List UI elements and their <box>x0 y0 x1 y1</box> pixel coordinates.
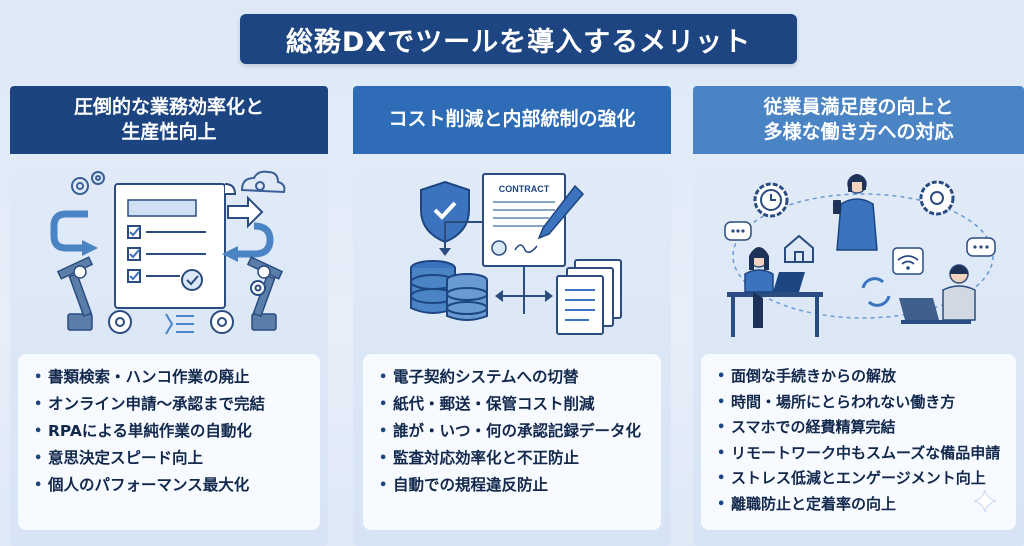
bullet-icon: • <box>379 397 388 412</box>
list-item-text: 時間・場所にとらわれない働き方 <box>731 392 956 411</box>
list-item-text: 書類検索・ハンコ作業の廃止 <box>48 368 250 386</box>
list-item-text: 自動での規程違反防止 <box>393 476 549 494</box>
column-heading: コスト削減と内部統制の強化 <box>353 86 671 154</box>
sparkle-icon <box>974 490 996 512</box>
bullet-icon: • <box>717 496 726 512</box>
arrow-icon <box>222 246 238 262</box>
clock-gear-icon <box>753 182 789 218</box>
remote-work-illustration <box>724 174 996 337</box>
bullet-icon: • <box>717 420 726 435</box>
cloud-icon <box>240 170 286 194</box>
list-item-text: 面倒な手続きからの解放 <box>731 367 897 385</box>
gear-icon <box>108 280 266 334</box>
list-item: • 書類検索・ハンコ作業の廃止 <box>34 364 306 391</box>
benefit-list: • 書類検索・ハンコ作業の廃止 • オンライン申請〜承認まで完結 • RPAによる単純… <box>18 354 320 530</box>
column-heading-line: 従業員満足度の向上と <box>763 95 954 118</box>
list-item-text: オンライン申請〜承認まで完結 <box>48 395 266 413</box>
arrow-icon <box>227 195 264 229</box>
list-item-text: 誰が・いつ・何の承認記録データ化 <box>393 422 642 440</box>
wifi-icon <box>892 247 924 275</box>
column-heading: 従業員満足度の向上と 多様な働き方への対応 <box>693 86 1024 154</box>
bullet-icon: • <box>717 394 726 410</box>
list-item-text: 電子契約システムへの切替 <box>393 368 579 386</box>
column-heading-line: 多様な働き方への対応 <box>763 121 954 143</box>
list-item: • 監査対応効率化と不正防止 <box>379 445 647 472</box>
contract-illustration: CONTRACT <box>410 173 622 335</box>
chat-bubble-icon <box>966 237 996 257</box>
list-item: • 誰が・いつ・何の承認記録データ化 <box>379 418 647 445</box>
bullet-icon: • <box>379 424 388 439</box>
column-heading-line: 生産性向上 <box>121 121 217 143</box>
bullet-icon: • <box>34 397 43 412</box>
list-item: • 面倒な手続きからの解放 <box>717 364 1002 390</box>
checklist-document-icon <box>114 183 237 309</box>
arrow-icon <box>50 210 88 252</box>
list-item: • ストレス低減とエンゲージメント向上 <box>717 466 1002 492</box>
house-icon <box>784 234 814 263</box>
column-heading-line: 圧倒的な業務効率化と <box>73 95 264 118</box>
bullet-icon: • <box>379 370 388 385</box>
workflow-automation-illustration <box>50 170 286 335</box>
page-title: 総務DXでツールを導入するメリット <box>240 14 797 64</box>
gear-icon <box>919 180 955 216</box>
bullet-icon: • <box>379 478 388 493</box>
bullet-icon: • <box>34 424 43 439</box>
bullet-icon: • <box>379 451 388 466</box>
contract-label: CONTRACT <box>499 184 550 194</box>
document-stack-icon <box>556 259 622 335</box>
chat-bubble-icon <box>724 221 752 241</box>
bullet-icon: • <box>717 445 726 461</box>
list-icon <box>165 313 194 335</box>
arrow-icon <box>234 222 274 258</box>
benefit-list: • 面倒な手続きからの解放 • 時間・場所にとらわれない働き方 • スマホでの経費精算… <box>701 354 1016 530</box>
list-item: • リモートワーク中もスムーズな備品申請 <box>717 441 1002 467</box>
list-item: • スマホでの経費精算完結 <box>717 415 1002 441</box>
person-at-laptop-icon <box>899 264 976 324</box>
pen-icon <box>537 184 585 240</box>
bullet-icon: • <box>717 369 726 384</box>
benefit-column-cost: コスト削減と内部統制の強化 CONTRACT <box>353 86 671 546</box>
list-item-text: 離職防止と定着率の向上 <box>731 494 897 513</box>
list-item: • 時間・場所にとらわれない働き方 <box>717 390 1002 416</box>
person-at-laptop-icon <box>727 247 823 337</box>
gear-icon <box>71 171 105 195</box>
arrow-icon <box>82 240 98 256</box>
database-icon <box>410 260 488 321</box>
person-with-phone-icon <box>833 174 878 251</box>
bullet-icon: • <box>34 478 43 493</box>
robot-arm-icon <box>246 256 284 331</box>
list-item: • 電子契約システムへの切替 <box>379 364 647 391</box>
benefit-column-employee: 従業員満足度の向上と 多様な働き方への対応 <box>693 86 1024 546</box>
list-item: • 離職防止と定着率の向上 <box>717 492 1002 518</box>
benefit-column-efficiency: 圧倒的な業務効率化と 生産性向上 <box>10 86 328 546</box>
list-item: • 紙代・郵送・保管コスト削減 <box>379 391 647 418</box>
list-item-text: 監査対応効率化と不正防止 <box>393 449 580 467</box>
bullet-icon: • <box>34 370 43 385</box>
contract-document-icon: CONTRACT <box>482 173 566 267</box>
robot-arm-icon <box>56 256 94 331</box>
list-item: • 自動での規程違反防止 <box>379 472 647 499</box>
column-heading: 圧倒的な業務効率化と 生産性向上 <box>10 86 328 154</box>
bullet-icon: • <box>717 471 726 486</box>
sync-icon <box>861 277 891 307</box>
list-item-text: スマホでの経費精算完結 <box>731 418 896 436</box>
list-item: • オンライン申請〜承認まで完結 <box>34 391 306 418</box>
bullet-icon: • <box>34 451 43 466</box>
list-item-text: 意思決定スピード向上 <box>48 449 204 467</box>
list-item-text: 紙代・郵送・保管コスト削減 <box>393 395 595 413</box>
list-item: • 個人のパフォーマンス最大化 <box>34 472 306 499</box>
list-item-text: リモートワーク中もスムーズな備品申請 <box>731 443 1001 462</box>
benefit-list: • 電子契約システムへの切替 • 紙代・郵送・保管コスト削減 • 誰が・いつ・何の承認… <box>363 354 661 530</box>
list-item: • RPAによる単純作業の自動化 <box>34 418 306 445</box>
list-item-text: 個人のパフォーマンス最大化 <box>48 476 250 494</box>
list-item-text: ストレス低減とエンゲージメント向上 <box>731 469 986 487</box>
list-item: • 意思決定スピード向上 <box>34 445 306 472</box>
list-item-text: RPAによる単純作業の自動化 <box>48 422 252 440</box>
column-heading-line: コスト削減と内部統制の強化 <box>388 108 636 131</box>
